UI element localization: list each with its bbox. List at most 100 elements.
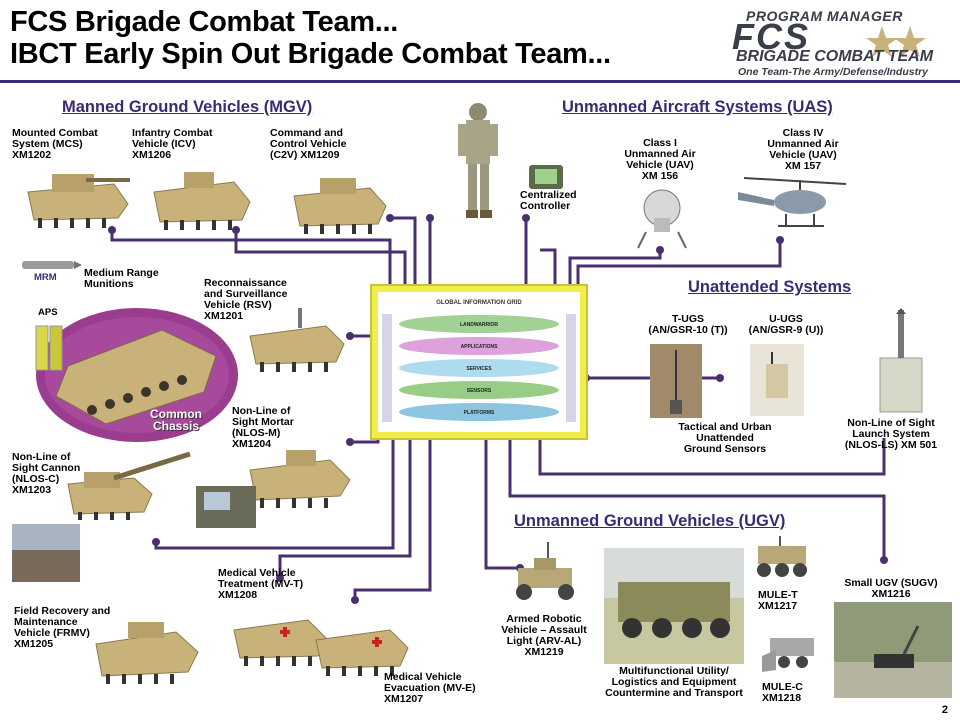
- gig-layer-4: PLATFORMS: [464, 410, 495, 416]
- nlosls-label-line1: Non-Line of Sight: [847, 417, 935, 429]
- rsv-label-line4: XM1201: [204, 310, 244, 322]
- rsv-label: Reconnaissance and Surveillance Vehicle …: [204, 278, 287, 322]
- multi-label-line1: Multifunctional Utility/: [619, 665, 729, 677]
- uugs-label-line1: U-UGS: [769, 313, 803, 325]
- arv-label-line1: Armed Robotic: [506, 613, 582, 625]
- multi-label-line2: Logistics and Equipment: [611, 676, 737, 688]
- class1-label-line4: XM 156: [641, 170, 679, 182]
- mule-t-label-line1: MULE-T: [758, 589, 798, 601]
- mvt-vehicle-image: [233, 619, 327, 666]
- c2v-label: Command and Control Vehicle (C2V) XM1209: [270, 128, 346, 161]
- class1-label-line3: Vehicle (UAV): [626, 159, 694, 171]
- nlosc-label-line1: Non-Line of: [12, 451, 71, 463]
- sugv-label: Small UGV (SUGV) XM1216: [834, 578, 948, 600]
- class4-label-line1: Class IV: [782, 127, 824, 139]
- tugs-label-line2: (AN/GSR-10 (T)): [648, 324, 728, 336]
- rsv-label-line2: and Surveillance: [204, 288, 288, 300]
- c2v-label-line3: (C2V) XM1209: [270, 149, 340, 161]
- tugs-label-line1: T-UGS: [671, 313, 705, 325]
- uugs-sensor-photo: [750, 344, 804, 416]
- nlosc-label: Non-Line of Sight Cannon (NLOS-C) XM1203: [12, 452, 80, 496]
- nlosls-image: [879, 308, 923, 413]
- page-title-line2: IBCT Early Spin Out Brigade Combat Team.…: [10, 38, 611, 70]
- mrm-description: Medium Range Munitions: [84, 268, 159, 290]
- class1-label-line1: Class I: [643, 137, 677, 149]
- mve-label-line1: Medical Vehicle: [384, 671, 462, 683]
- class4-label-line4: XM 157: [784, 160, 822, 172]
- nlosm-label: Non-Line of Sight Mortar (NLOS-M) XM1204: [232, 406, 294, 450]
- gig-layer-2: SERVICES: [466, 366, 492, 372]
- ground-sensors-label: Tactical and Urban Unattended Ground Sen…: [668, 422, 782, 455]
- class1-label-line2: Unmanned Air: [624, 148, 696, 160]
- section-mgv: Manned Ground Vehicles (MGV): [62, 98, 313, 116]
- mrm-munition-image: [22, 261, 82, 269]
- nlosm-label-line1: Non-Line of: [232, 405, 291, 417]
- mrm-label: MRM: [34, 272, 57, 283]
- arv-label-line2: Vehicle – Assault: [501, 624, 587, 636]
- icv-label-line1: Infantry Combat: [132, 127, 213, 139]
- class4-label-line3: Vehicle (UAV): [769, 149, 837, 161]
- mvt-label-line3: XM1208: [218, 589, 258, 601]
- gig-layer-1: APPLICATIONS: [461, 344, 499, 350]
- mule-t-image: [757, 536, 807, 577]
- mcs-label-line2: System (MCS): [12, 138, 83, 150]
- nlosm-label-line2: Sight Mortar: [232, 416, 294, 428]
- mve-label-line2: Evacuation (MV-E): [384, 682, 476, 694]
- mvt-label-line1: Medical Vehicle: [218, 567, 296, 579]
- section-unattended: Unattended Systems: [688, 278, 852, 296]
- class4-uav-label: Class IV Unmanned Air Vehicle (UAV) XM 1…: [766, 128, 840, 172]
- common-chassis-image: [36, 308, 238, 442]
- arv-label-line4: XM1219: [524, 646, 564, 658]
- arv-al-label: Armed Robotic Vehicle – Assault Light (A…: [494, 614, 594, 658]
- common-chassis-line1: Common: [150, 407, 202, 421]
- frmv-label-line1: Field Recovery and: [14, 605, 111, 617]
- mcs-label-line3: XM1202: [12, 149, 52, 161]
- nlosm-label-line4: XM1204: [232, 438, 272, 450]
- frmv-label: Field Recovery and Maintenance Vehicle (…: [14, 606, 110, 650]
- mcs-vehicle-image: [27, 174, 130, 228]
- rsv-vehicle-image: [249, 308, 345, 372]
- mule-c-label: MULE-C XM1218: [762, 682, 803, 704]
- icv-label-line2: Vehicle (ICV): [132, 138, 196, 150]
- multifunctional-utility-photo: [604, 548, 744, 664]
- nlosc-label-line2: Sight Cannon: [12, 462, 81, 474]
- rsv-label-line1: Reconnaissance: [204, 277, 287, 289]
- header-divider: [0, 80, 960, 83]
- nlosls-label: Non-Line of Sight Launch System (NLOS-LS…: [836, 418, 946, 451]
- nlosls-label-line3: (NLOS-LS) XM 501: [844, 439, 938, 451]
- controller-label-line2: Controller: [520, 200, 571, 212]
- tugs-sensor-photo: [650, 344, 702, 418]
- mule-c-label-line1: MULE-C: [762, 681, 803, 693]
- frmv-label-line2: Maintenance: [14, 616, 78, 628]
- nlosc-label-line4: XM1203: [12, 484, 52, 496]
- logo-bct-text: BRIGADE COMBAT TEAM: [736, 48, 934, 65]
- nlosc-label-line3: (NLOS-C): [12, 473, 60, 485]
- mule-t-label: MULE-T XM1217: [758, 590, 798, 612]
- logo-star-icon: [866, 26, 926, 57]
- sugv-photo: [834, 602, 952, 698]
- controller-label-line1: Centralized: [520, 189, 577, 201]
- frmv-vehicle-image: [95, 622, 199, 684]
- arv-al-image: [516, 542, 574, 600]
- icv-vehicle-image: [153, 172, 251, 230]
- nlosm-vehicle-image: [249, 450, 351, 508]
- icv-label: Infantry Combat Vehicle (ICV) XM1206: [132, 128, 213, 161]
- section-uas: Unmanned Aircraft Systems (UAS): [562, 98, 833, 116]
- aps-image: [35, 325, 63, 371]
- nlosc-vehicle-image: [67, 451, 191, 520]
- gig-title: GLOBAL INFORMATION GRID: [436, 300, 522, 306]
- nlosm-photo: [196, 486, 256, 528]
- frmv-label-line4: XM1205: [14, 638, 54, 650]
- common-chassis-line2: Chassis: [152, 419, 200, 433]
- controller-label: Centralized Controller: [520, 190, 577, 212]
- page-number: 2: [941, 704, 948, 716]
- sensors-label-line2: Unattended: [696, 432, 754, 444]
- gig-layer-0: LANDWARRIOR: [460, 322, 498, 328]
- sugv-label-line2: XM1216: [871, 588, 911, 600]
- mule-c-image: [762, 638, 814, 672]
- centralized-controller-image: [529, 165, 563, 189]
- common-chassis-label: Common Chassis: [150, 408, 202, 432]
- class1-uav-image: [637, 189, 687, 249]
- mvt-label-line2: Treatment (MV-T): [218, 578, 304, 590]
- mve-label: Medical Vehicle Evacuation (MV-E) XM1207: [384, 672, 476, 705]
